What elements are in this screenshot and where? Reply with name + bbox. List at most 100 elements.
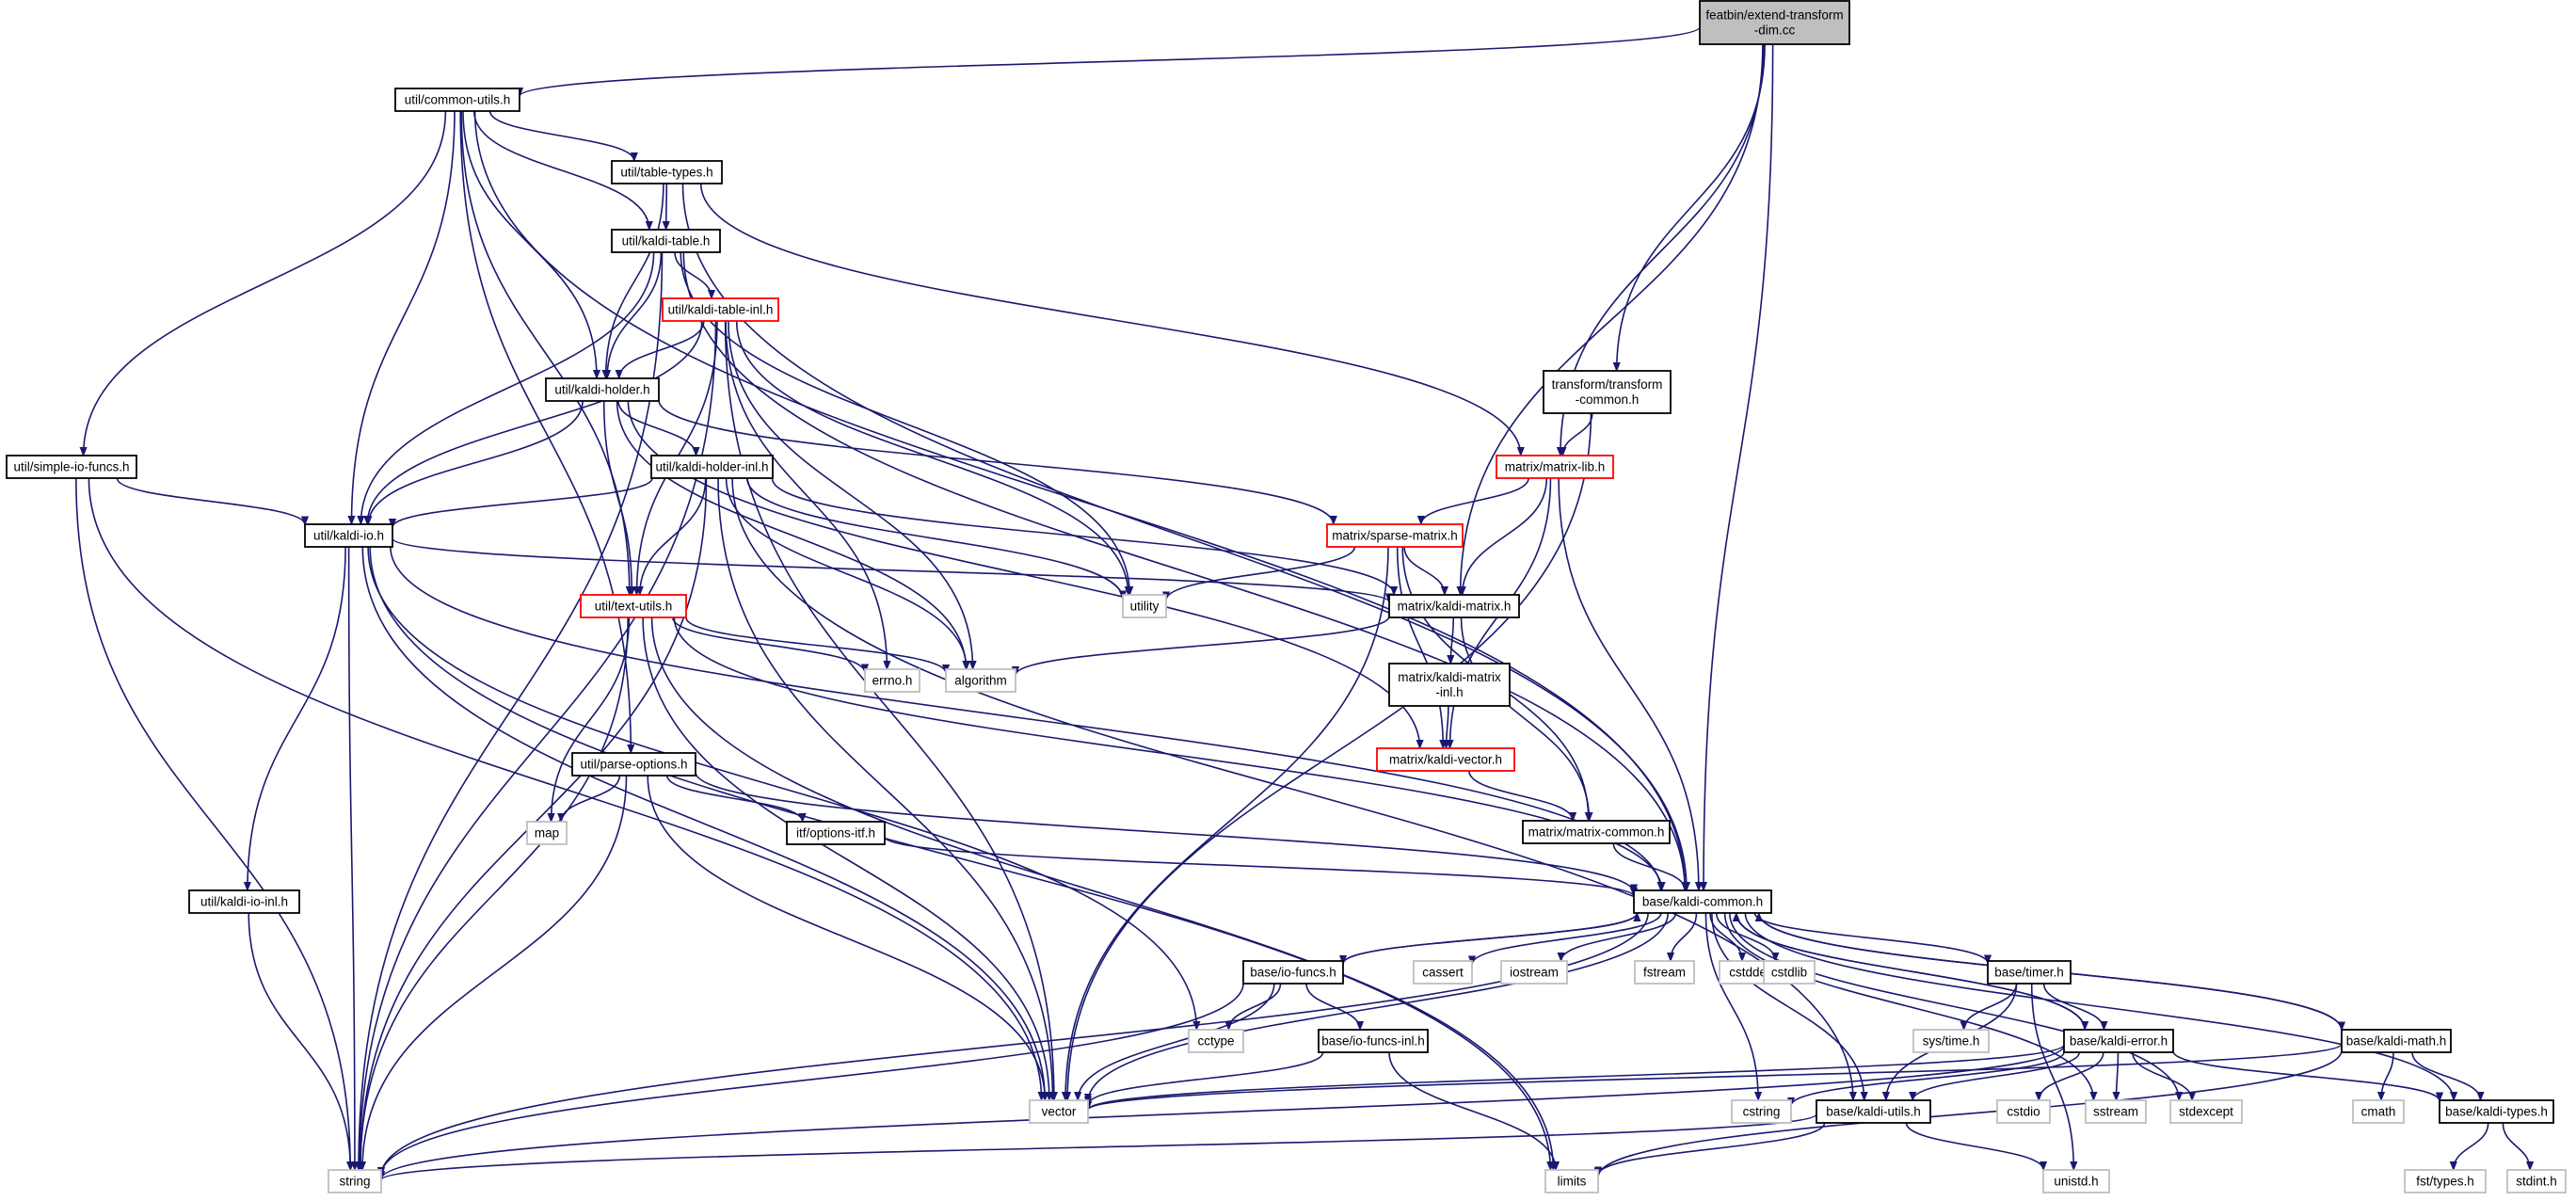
node-kaldi-io-inl[interactable]: util/kaldi-io-inl.h <box>188 889 300 914</box>
node-box <box>611 160 723 184</box>
node-timer[interactable]: base/timer.h <box>1987 960 2072 985</box>
node-cstdio: cstdio <box>1996 1099 2051 1124</box>
edge-root-to-transform_common <box>1617 43 1766 371</box>
node-sparse-matrix[interactable]: matrix/sparse-matrix.h <box>1326 523 1464 548</box>
edge-matrix_lib-to-kaldi_common <box>1558 477 1699 890</box>
edge-table_types-to-matrix_lib <box>699 183 1521 456</box>
node-kaldi-table-inl[interactable]: util/kaldi-table-inl.h <box>662 297 779 322</box>
edge-kaldi_math-to-kaldi_types <box>2411 1051 2481 1101</box>
node-box <box>1522 820 1671 844</box>
node-kaldi-matrix[interactable]: matrix/kaldi-matrix.h <box>1388 594 1520 618</box>
node-options-itf[interactable]: itf/options-itf.h <box>786 821 886 845</box>
edge-parse_options-to-string <box>362 775 628 1170</box>
node-label: cstdlib <box>1771 966 1807 980</box>
node-label: sstream <box>2093 1105 2138 1119</box>
node-kaldi-math[interactable]: base/kaldi-math.h <box>2341 1029 2452 1053</box>
node-label: -dim.cc <box>1754 24 1796 38</box>
node-box <box>1388 663 1511 707</box>
edge-kaldi_matrix-to-matrix_common <box>1460 617 1590 821</box>
edge-kaldi_io-to-limits <box>369 546 1550 1170</box>
edge-parse_options-to-kaldi_common <box>695 772 1634 893</box>
edge-kaldi_table_inl-to-kaldi_io <box>367 320 703 524</box>
node-matrix-common[interactable]: matrix/matrix-common.h <box>1522 820 1671 844</box>
edge-timer-to-unistd <box>2030 983 2074 1170</box>
node-label: util/kaldi-holder-inl.h <box>655 460 768 474</box>
node-common-utils[interactable]: util/common-utils.h <box>394 88 520 112</box>
node-kaldi-types[interactable]: base/kaldi-types.h <box>2439 1099 2554 1124</box>
node-label: util/kaldi-io-inl.h <box>200 895 288 909</box>
node-matrix-lib[interactable]: matrix/matrix-lib.h <box>1496 455 1614 479</box>
node-kaldi-error[interactable]: base/kaldi-error.h <box>2063 1029 2174 1053</box>
edge-parse_options-to-vector <box>647 775 1045 1100</box>
node-simple-io[interactable]: util/simple-io-funcs.h <box>6 455 137 479</box>
node-kaldi-matrix-inl[interactable]: matrix/kaldi-matrix-inl.h <box>1388 663 1511 707</box>
edge-kaldi_io-to-kaldi_io_inl <box>248 546 346 890</box>
node-box <box>2352 1099 2405 1124</box>
edge-kaldi_error-to-cstring <box>1791 1051 2065 1107</box>
node-kaldi-common[interactable]: base/kaldi-common.h <box>1633 889 1772 914</box>
node-label: util/common-utils.h <box>405 93 511 107</box>
edge-sparse_matrix-to-utility <box>1166 546 1356 600</box>
edge-common_utils-to-kaldi_table <box>472 110 649 230</box>
node-kaldi-holder-inl[interactable]: util/kaldi-holder-inl.h <box>650 455 774 479</box>
edge-kaldi_matrix_inl-to-kaldi_vector <box>1447 705 1448 748</box>
node-label: stdexcept <box>2179 1105 2233 1119</box>
node-label: util/simple-io-funcs.h <box>13 460 129 474</box>
node-box <box>650 455 774 479</box>
node-label: base/kaldi-common.h <box>1642 895 1763 909</box>
node-io-funcs[interactable]: base/io-funcs.h <box>1242 960 1344 985</box>
edge-kaldi_math-to-cmath <box>2381 1051 2394 1100</box>
node-box <box>1188 1029 1244 1053</box>
node-kaldi-io[interactable]: util/kaldi-io.h <box>304 523 393 548</box>
node-label: algorithm <box>954 674 1007 688</box>
edge-kaldi_io-to-kaldi_matrix <box>392 537 1389 603</box>
node-label: util/kaldi-holder.h <box>554 383 649 397</box>
edge-sparse_matrix-to-kaldi_matrix <box>1403 546 1445 596</box>
node-label: cstring <box>1743 1105 1781 1119</box>
node-box <box>1634 960 1695 985</box>
node-kaldi-holder[interactable]: util/kaldi-holder.h <box>545 377 660 402</box>
node-box <box>394 88 520 112</box>
edge-timer-to-sys_time <box>1964 983 2018 1031</box>
node-kaldi-utils[interactable]: base/kaldi-utils.h <box>1816 1099 1931 1124</box>
node-io-funcs-inl[interactable]: base/io-funcs-inl.h <box>1318 1029 1429 1053</box>
node-text-utils[interactable]: util/text-utils.h <box>580 594 687 618</box>
node-box <box>1318 1029 1429 1053</box>
node-label: limits <box>1558 1175 1587 1189</box>
node-transform-common[interactable]: transform/transform-common.h <box>1543 370 1672 414</box>
edge-kaldi_holder-to-sparse_matrix <box>658 399 1334 525</box>
edge-options_itf-to-kaldi_common <box>884 836 1634 897</box>
node-box <box>2063 1029 2174 1053</box>
node-box <box>1816 1099 1931 1124</box>
edge-sparse_matrix-to-kaldi_vector <box>1396 546 1444 748</box>
node-root[interactable]: featbin/extend-transform-dim.cc <box>1699 0 1850 45</box>
node-kaldi-table[interactable]: util/kaldi-table.h <box>611 229 721 253</box>
edge-kaldi_error-to-string <box>381 1045 2065 1179</box>
node-box <box>2341 1029 2452 1053</box>
node-errno: errno.h <box>864 668 920 693</box>
node-sstream: sstream <box>2085 1099 2147 1124</box>
node-table-types[interactable]: util/table-types.h <box>611 160 723 184</box>
edge-kaldi_holder-to-kaldi_holder_inl <box>617 400 696 456</box>
edge-text_utils-to-vector <box>642 617 1049 1100</box>
node-kaldi-vector[interactable]: matrix/kaldi-vector.h <box>1376 747 1515 772</box>
node-box <box>611 229 721 253</box>
edge-common_utils-to-parse_options <box>459 110 631 753</box>
node-box <box>1388 594 1520 618</box>
node-label: string <box>339 1175 370 1189</box>
node-box <box>2439 1099 2554 1124</box>
node-algorithm: algorithm <box>945 668 1016 693</box>
edge-io_funcs-to-io_funcs_inl <box>1305 983 1360 1031</box>
edge-kaldi_types-to-fst_types <box>2454 1122 2489 1171</box>
node-label: cstddef <box>1729 966 1770 980</box>
node-label: util/kaldi-table.h <box>622 234 711 248</box>
edge-kaldi_holder_inl-to-kaldi_io <box>392 477 653 528</box>
edge-kaldi_matrix-to-algorithm <box>1016 616 1390 676</box>
edge-root-to-kaldi_common <box>1704 43 1774 890</box>
edge-text_utils-to-limits <box>650 617 1554 1170</box>
node-label: transform/transform <box>1552 377 1663 392</box>
edge-common_utils-to-simple_io <box>84 110 447 456</box>
edge-kaldi_error-to-vector <box>1088 1044 2065 1111</box>
node-box <box>1633 889 1772 914</box>
node-parse-options[interactable]: util/parse-options.h <box>571 752 696 777</box>
